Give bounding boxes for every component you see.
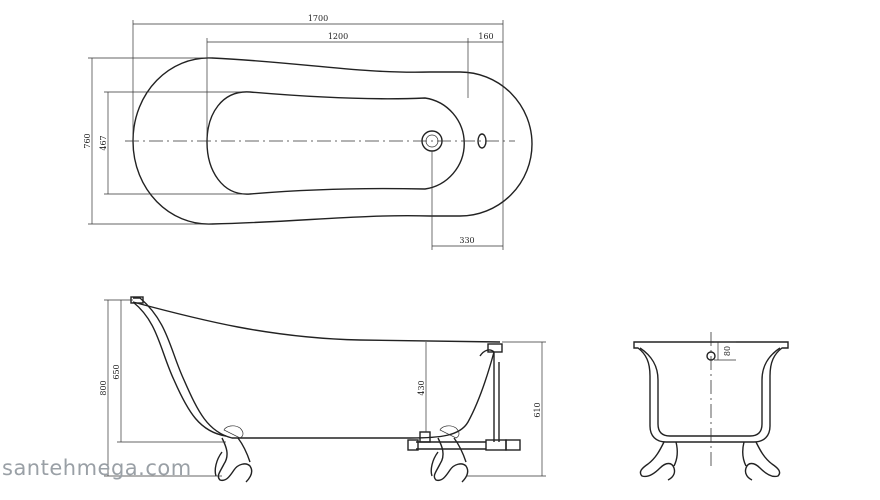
side-view-drain <box>419 431 431 443</box>
end-view-foot-left <box>639 441 679 481</box>
dim-text-drain-offset: 330 <box>459 236 474 245</box>
top-view: 1700 1200 160 760 467 330 <box>83 14 533 250</box>
watermark: santehmega.com <box>2 456 192 480</box>
dim-text-drain-height: 430 <box>417 380 426 395</box>
side-view-faucet <box>407 343 521 451</box>
dim-text-overall-width: 760 <box>83 133 92 148</box>
top-view-inner-basin <box>206 91 465 195</box>
dim-text-end-offset: 160 <box>478 32 493 41</box>
dim-text-rim-depth: 80 <box>723 346 732 356</box>
dim-text-height: 800 <box>99 380 108 395</box>
side-view: 800 650 430 610 <box>99 296 546 483</box>
dim-text-tap-height: 610 <box>533 402 542 417</box>
side-view-foot-left-claw <box>223 425 244 439</box>
side-view-inner-wall <box>132 301 227 437</box>
dim-text-overall-length: 1700 <box>308 14 328 23</box>
side-view-foot-right <box>430 437 469 483</box>
dim-text-inner-length: 1200 <box>328 32 348 41</box>
side-view-foot-left <box>214 437 253 483</box>
side-view-foot-right-claw <box>439 425 460 439</box>
end-view: 80 <box>633 332 789 481</box>
side-view-rim <box>132 301 501 343</box>
end-view-foot-right <box>741 441 781 481</box>
end-view-rim <box>633 341 789 443</box>
side-view-outer-wall <box>133 297 495 439</box>
top-view-outer-outline <box>132 57 533 225</box>
dim-text-inner-width: 467 <box>99 135 108 150</box>
dim-text-inner-height: 650 <box>112 364 121 379</box>
end-view-inner-wall <box>639 347 781 437</box>
